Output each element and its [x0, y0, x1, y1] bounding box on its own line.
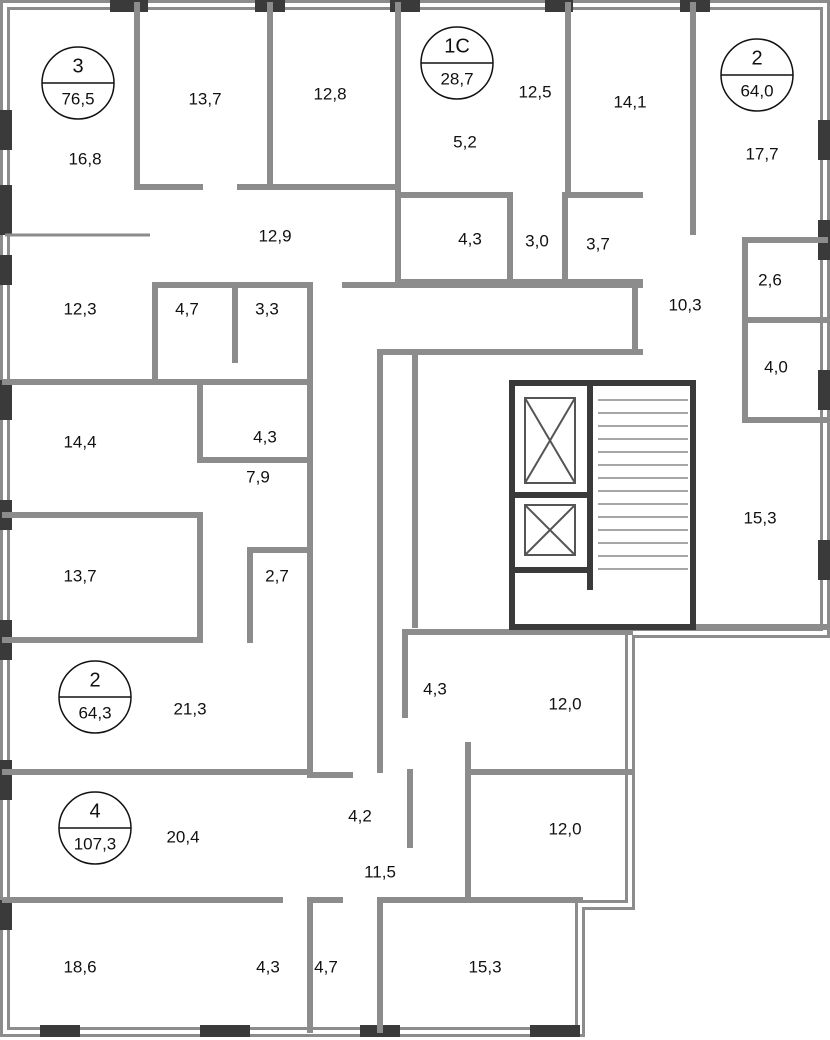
- room-area-label: 2,7: [265, 566, 289, 585]
- room-area-label: 12,9: [258, 226, 291, 245]
- room-labels: 16,8 13,7 12,8 12,5 14,1 17,7 5,2 12,9 4,3 3,0 3,7…: [63, 82, 787, 976]
- room-area-label: 4,3: [256, 957, 280, 976]
- room-area-label: 3,7: [586, 234, 610, 253]
- room-area-label: 2,6: [758, 270, 782, 289]
- room-area-label: 18,6: [63, 957, 96, 976]
- apartment-badge: 376,5: [41, 46, 115, 120]
- room-area-label: 4,3: [458, 229, 482, 248]
- apartment-total-area: 28,7: [440, 69, 473, 88]
- apartment-badge: 4 107,3: [58, 791, 132, 865]
- room-area-label: 7,9: [246, 467, 270, 486]
- room-area-label: 12,5: [518, 82, 551, 101]
- apartment-room-count: 4: [89, 800, 100, 822]
- apartment-total-area: 76,5: [61, 89, 94, 108]
- room-area-label: 3,3: [255, 299, 279, 318]
- room-area-label: 10,3: [668, 295, 701, 314]
- room-area-label: 12,8: [313, 84, 346, 103]
- room-area-label: 12,0: [548, 819, 581, 838]
- apartment-room-count: 1С: [444, 35, 470, 57]
- room-area-label: 17,7: [745, 144, 778, 163]
- room-area-label: 12,3: [63, 299, 96, 318]
- room-area-label: 13,7: [63, 566, 96, 585]
- room-area-label: 3,0: [525, 231, 549, 250]
- room-area-label: 13,7: [188, 89, 221, 108]
- room-area-label: 5,2: [453, 132, 477, 151]
- apartment-room-count: 3: [72, 55, 83, 77]
- room-area-label: 15,3: [468, 957, 501, 976]
- room-area-label: 4,3: [253, 427, 277, 446]
- room-area-label: 16,8: [68, 149, 101, 168]
- room-area-label: 15,3: [743, 508, 776, 527]
- apartment-badge: 264,3: [58, 660, 132, 734]
- room-area-label: 4,3: [423, 679, 447, 698]
- apartment-badge: 1С 28,7: [420, 26, 494, 100]
- room-area-label: 4,0: [764, 357, 788, 376]
- room-area-label: 14,1: [613, 92, 646, 111]
- apartment-room-count: 2: [89, 669, 100, 691]
- apartment-total-area: 64,0: [740, 81, 773, 100]
- room-area-label: 11,5: [364, 862, 396, 881]
- room-area-label: 4,7: [175, 299, 199, 318]
- elevator-stair-core: [509, 380, 696, 630]
- apartment-badge: 264,0: [720, 38, 794, 112]
- room-area-label: 20,4: [166, 827, 199, 846]
- room-area-label: 4,7: [314, 957, 338, 976]
- room-area-label: 14,4: [63, 432, 96, 451]
- room-area-label: 12,0: [548, 694, 581, 713]
- apartment-room-count: 2: [751, 47, 762, 69]
- room-area-label: 21,3: [173, 699, 206, 718]
- apartment-total-area: 107,3: [74, 834, 117, 853]
- room-area-label: 4,2: [348, 806, 372, 825]
- apartment-total-area: 64,3: [78, 703, 111, 722]
